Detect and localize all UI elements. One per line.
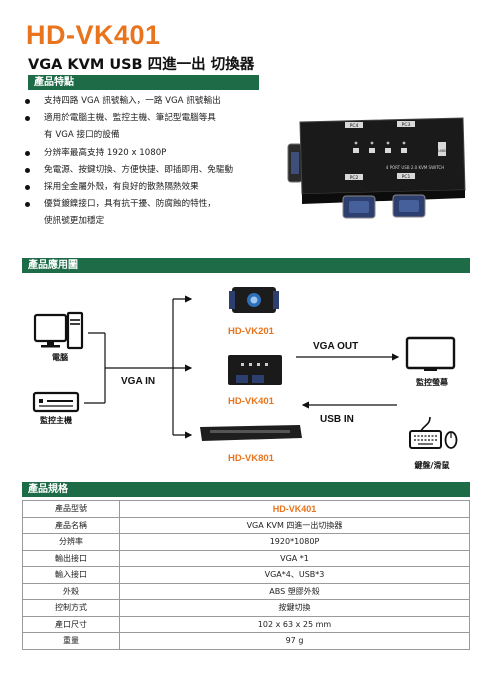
led-indicator: [354, 141, 358, 145]
application-diagram: [32, 287, 458, 449]
port-tag-pc3: [397, 121, 415, 127]
spec-value: VGA *1: [119, 549, 470, 567]
spec-value: 102 x 63 x 25 mm: [119, 615, 470, 633]
monitor-label: 監控螢幕: [416, 378, 448, 387]
port-tag-pc2: [345, 174, 363, 180]
led-indicator: [370, 141, 374, 145]
usb-in-label: USB IN: [320, 414, 354, 425]
feature-text: 採用全金屬外殼，有良好的散熱隔熱效果: [44, 182, 199, 193]
usb-side-tag: [438, 142, 446, 156]
spec-key: 控制方式: [22, 599, 120, 617]
panel-label: 4 PORT USB 2.0 KVM SWITCH: [386, 165, 444, 170]
led-indicator: [402, 141, 406, 145]
feature-item: 免電源、按鍵切換、方便快捷、即插即用、免驅動: [22, 162, 282, 179]
switch-button: [369, 148, 375, 153]
spec-key: 輸出接口: [22, 549, 120, 567]
spec-key: 產品名稱: [22, 516, 120, 534]
usb-side-label: USB: [438, 149, 446, 153]
features-section-header: 產品特點: [28, 75, 259, 90]
table-row: 控制方式按鍵切換: [22, 599, 470, 617]
spec-key: 分辨率: [22, 533, 120, 551]
feature-text-continued: 有 VGA 接口的設備: [44, 130, 120, 141]
kvm-switch-photo: PC4 PC3 PC2 PC1 USB 4 PORT USB 2.0 KVM S…: [287, 117, 466, 219]
port-tag-pc4: [345, 122, 363, 128]
computer-label: 電腦: [52, 353, 68, 362]
spec-value: VGA KVM 四進一出切換器: [119, 516, 470, 534]
dvr-label: 監控主機: [40, 416, 72, 425]
feature-text: 適用於電腦主機、監控主機、筆記型電腦等具: [44, 113, 216, 124]
vga-out-label: VGA OUT: [313, 341, 359, 352]
bullet-icon: [25, 202, 30, 208]
feature-text: 優質鍍鎳接口，具有抗干擾、防腐蝕的特性，: [44, 199, 216, 210]
hd-vk201-device: [229, 287, 279, 313]
port-label-pc2: PC2: [350, 175, 359, 181]
feature-text: 免電源、按鍵切換、方便快捷、即插即用、免驅動: [44, 164, 234, 175]
hd-vk401-device: [228, 355, 282, 385]
bullet-icon: [25, 116, 30, 122]
spec-value: VGA*4、USB*3: [119, 566, 470, 584]
spec-value: 按鍵切換: [119, 599, 470, 617]
spec-value: HD-VK401: [119, 500, 470, 518]
computer-icon: [33, 311, 84, 350]
feature-item: 分辨率最高支持 1920 x 1080P: [22, 145, 282, 162]
led-indicator: [386, 141, 390, 145]
product-label-vk201: HD-VK201: [228, 326, 274, 337]
product-subtitle: VGA KVM USB 四進一出 切換器: [28, 57, 255, 73]
feature-item: 適用於電腦主機、監控主機、筆記型電腦等具有 VGA 接口的設備: [22, 110, 282, 144]
switch-button: [401, 148, 407, 153]
spec-key: 外殼: [22, 582, 120, 600]
features-section-title: 產品特點: [34, 77, 74, 88]
port-label-pc3: PC3: [402, 122, 411, 128]
bullet-icon: [25, 167, 30, 173]
dvr-icon: [32, 391, 80, 413]
side-port-insert: [291, 152, 299, 174]
bullet-icon: [25, 150, 30, 156]
port-label-pc4: PC4: [350, 123, 359, 129]
port-label-pc1: PC1: [402, 174, 411, 180]
port-tag-pc1: [397, 173, 415, 179]
product-label-vk401: HD-VK401: [228, 396, 274, 407]
application-section-header: 產品應用圖: [22, 258, 470, 273]
switch-button: [385, 148, 391, 153]
feature-text-continued: 使訊號更加穩定: [44, 216, 105, 227]
feature-item: 採用全金屬外殼，有良好的散熱隔熱效果: [22, 179, 282, 196]
spec-value: ABS 塑膠外殼: [119, 582, 470, 600]
bullet-icon: [25, 99, 30, 104]
keyboard-mouse-label: 鍵盤/滑鼠: [414, 461, 450, 470]
bullet-icon: [25, 185, 30, 191]
vga-in-label: VGA IN: [121, 376, 156, 387]
feature-text: 分辨率最高支持 1920 x 1080P: [44, 147, 167, 158]
monitor-icon: [405, 336, 456, 371]
model-title: HD-VK401: [26, 20, 161, 50]
spec-key: 產品型號: [22, 500, 120, 518]
spec-key: 輸入接口: [22, 566, 120, 584]
keyboard-mouse-icon: [409, 416, 458, 449]
feature-item: 支持四路 VGA 訊號輸入，一路 VGA 訊號輸出: [22, 93, 282, 110]
front-vga-port-insert: [399, 200, 419, 212]
feature-list: 支持四路 VGA 訊號輸入，一路 VGA 訊號輸出 適用於電腦主機、監控主機、筆…: [22, 93, 282, 231]
product-label-vk801: HD-VK801: [228, 453, 274, 464]
specs-section-header: 產品規格: [22, 482, 470, 497]
feature-text: 支持四路 VGA 訊號輸入，一路 VGA 訊號輸出: [44, 96, 221, 106]
spec-key: 重量: [22, 632, 120, 650]
front-vga-port-insert: [349, 201, 369, 213]
hd-vk801-device: [200, 425, 302, 441]
spec-value: 1920*1080P: [119, 533, 470, 551]
application-section-title: 產品應用圖: [28, 260, 78, 271]
spec-key: 產口尺寸: [22, 615, 120, 633]
spec-value: 97 g: [119, 632, 470, 650]
feature-item: 優質鍍鎳接口，具有抗干擾、防腐蝕的特性， 使訊號更加穩定: [22, 196, 282, 230]
switch-button: [353, 148, 359, 153]
specs-section-title: 產品規格: [28, 484, 68, 495]
